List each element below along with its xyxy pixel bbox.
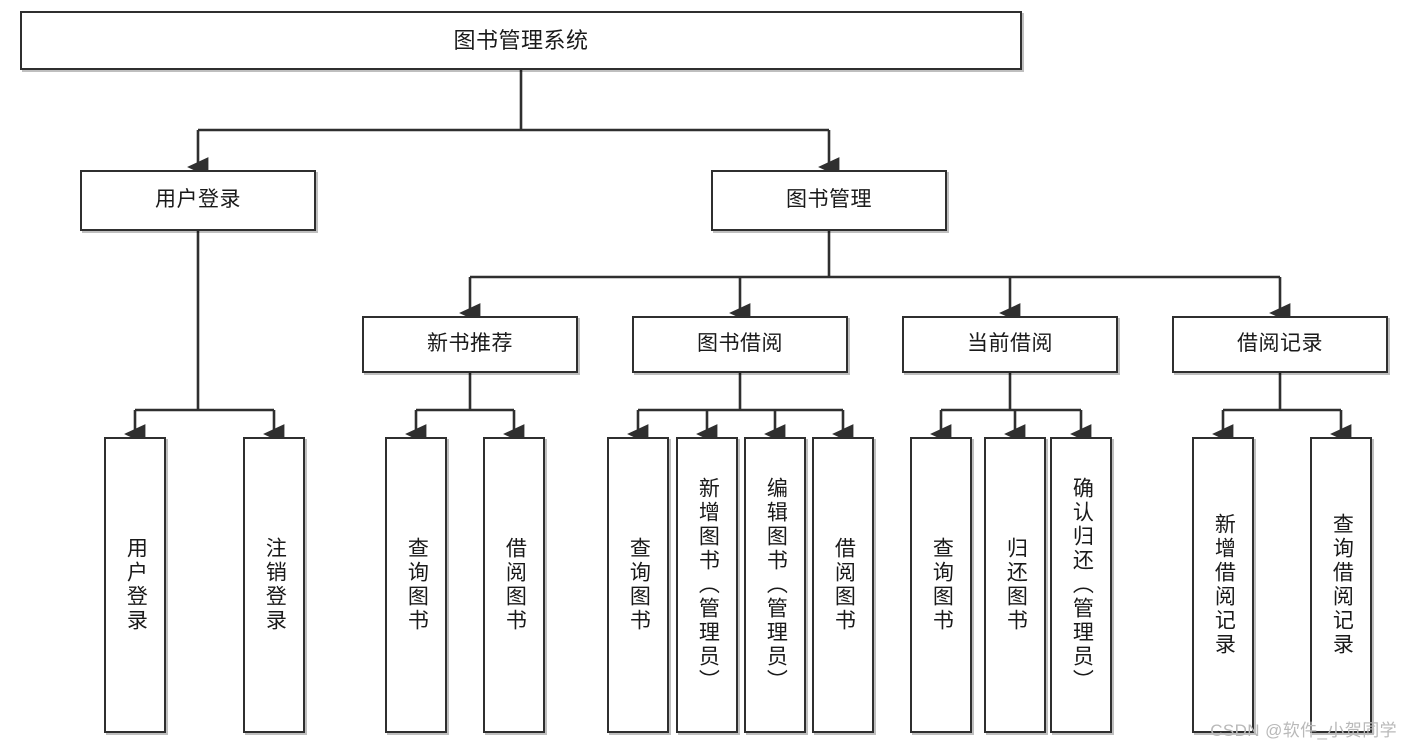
node-leaf-5[interactable]: 查询图书 — [607, 437, 669, 733]
node-leaf-2[interactable]: 注销登录 — [243, 437, 305, 733]
node-leaf-8[interactable]: 借阅图书 — [812, 437, 874, 733]
node-borrow[interactable]: 图书借阅 — [632, 316, 848, 373]
node-records[interactable]: 借阅记录 — [1172, 316, 1388, 373]
node-leaf-7[interactable]: 编辑图书（管理员） — [744, 437, 806, 733]
node-label: 当前借阅 — [967, 332, 1053, 356]
node-leaf-6[interactable]: 新增图书（管理员） — [676, 437, 738, 733]
node-label: 图书管理 — [786, 188, 872, 212]
node-leaf-12[interactable]: 新增借阅记录 — [1192, 437, 1254, 733]
watermark-label: CSDN @软件_小贺同学 — [1210, 721, 1397, 740]
node-leaf-9[interactable]: 查询图书 — [910, 437, 972, 733]
node-current[interactable]: 当前借阅 — [902, 316, 1118, 373]
node-leaf-1[interactable]: 用户登录 — [104, 437, 166, 733]
edge-layer — [124, 70, 1352, 444]
node-label: 图书管理系统 — [453, 27, 589, 53]
node-leaf-4[interactable]: 借阅图书 — [483, 437, 545, 733]
node-label: 用户登录 — [124, 537, 148, 633]
node-label: 查询借阅记录 — [1330, 513, 1354, 657]
node-label: 查询图书 — [405, 537, 429, 633]
node-leaf-13[interactable]: 查询借阅记录 — [1310, 437, 1372, 733]
node-bookmgmt[interactable]: 图书管理 — [711, 170, 947, 231]
node-label: 图书借阅 — [697, 332, 783, 356]
node-label: 编辑图书（管理员） — [764, 477, 788, 693]
node-label: 新增图书（管理员） — [696, 477, 720, 693]
node-label: 借阅图书 — [503, 537, 527, 633]
node-label: 确认归还（管理员） — [1070, 477, 1094, 693]
node-label: 借阅图书 — [832, 537, 856, 633]
node-label: 查询图书 — [930, 537, 954, 633]
node-label: 注销登录 — [263, 537, 287, 633]
node-leaf-10[interactable]: 归还图书 — [984, 437, 1046, 733]
node-leaf-3[interactable]: 查询图书 — [385, 437, 447, 733]
node-label: 用户登录 — [155, 188, 241, 212]
node-label: 新书推荐 — [427, 332, 513, 356]
node-label: 借阅记录 — [1237, 332, 1323, 356]
node-leaf-11[interactable]: 确认归还（管理员） — [1050, 437, 1112, 733]
node-login[interactable]: 用户登录 — [80, 170, 316, 231]
node-label: 查询图书 — [627, 537, 651, 633]
node-label: 归还图书 — [1004, 537, 1028, 633]
node-newbook[interactable]: 新书推荐 — [362, 316, 578, 373]
node-label: 新增借阅记录 — [1212, 513, 1236, 657]
node-root[interactable]: 图书管理系统 — [20, 11, 1022, 70]
